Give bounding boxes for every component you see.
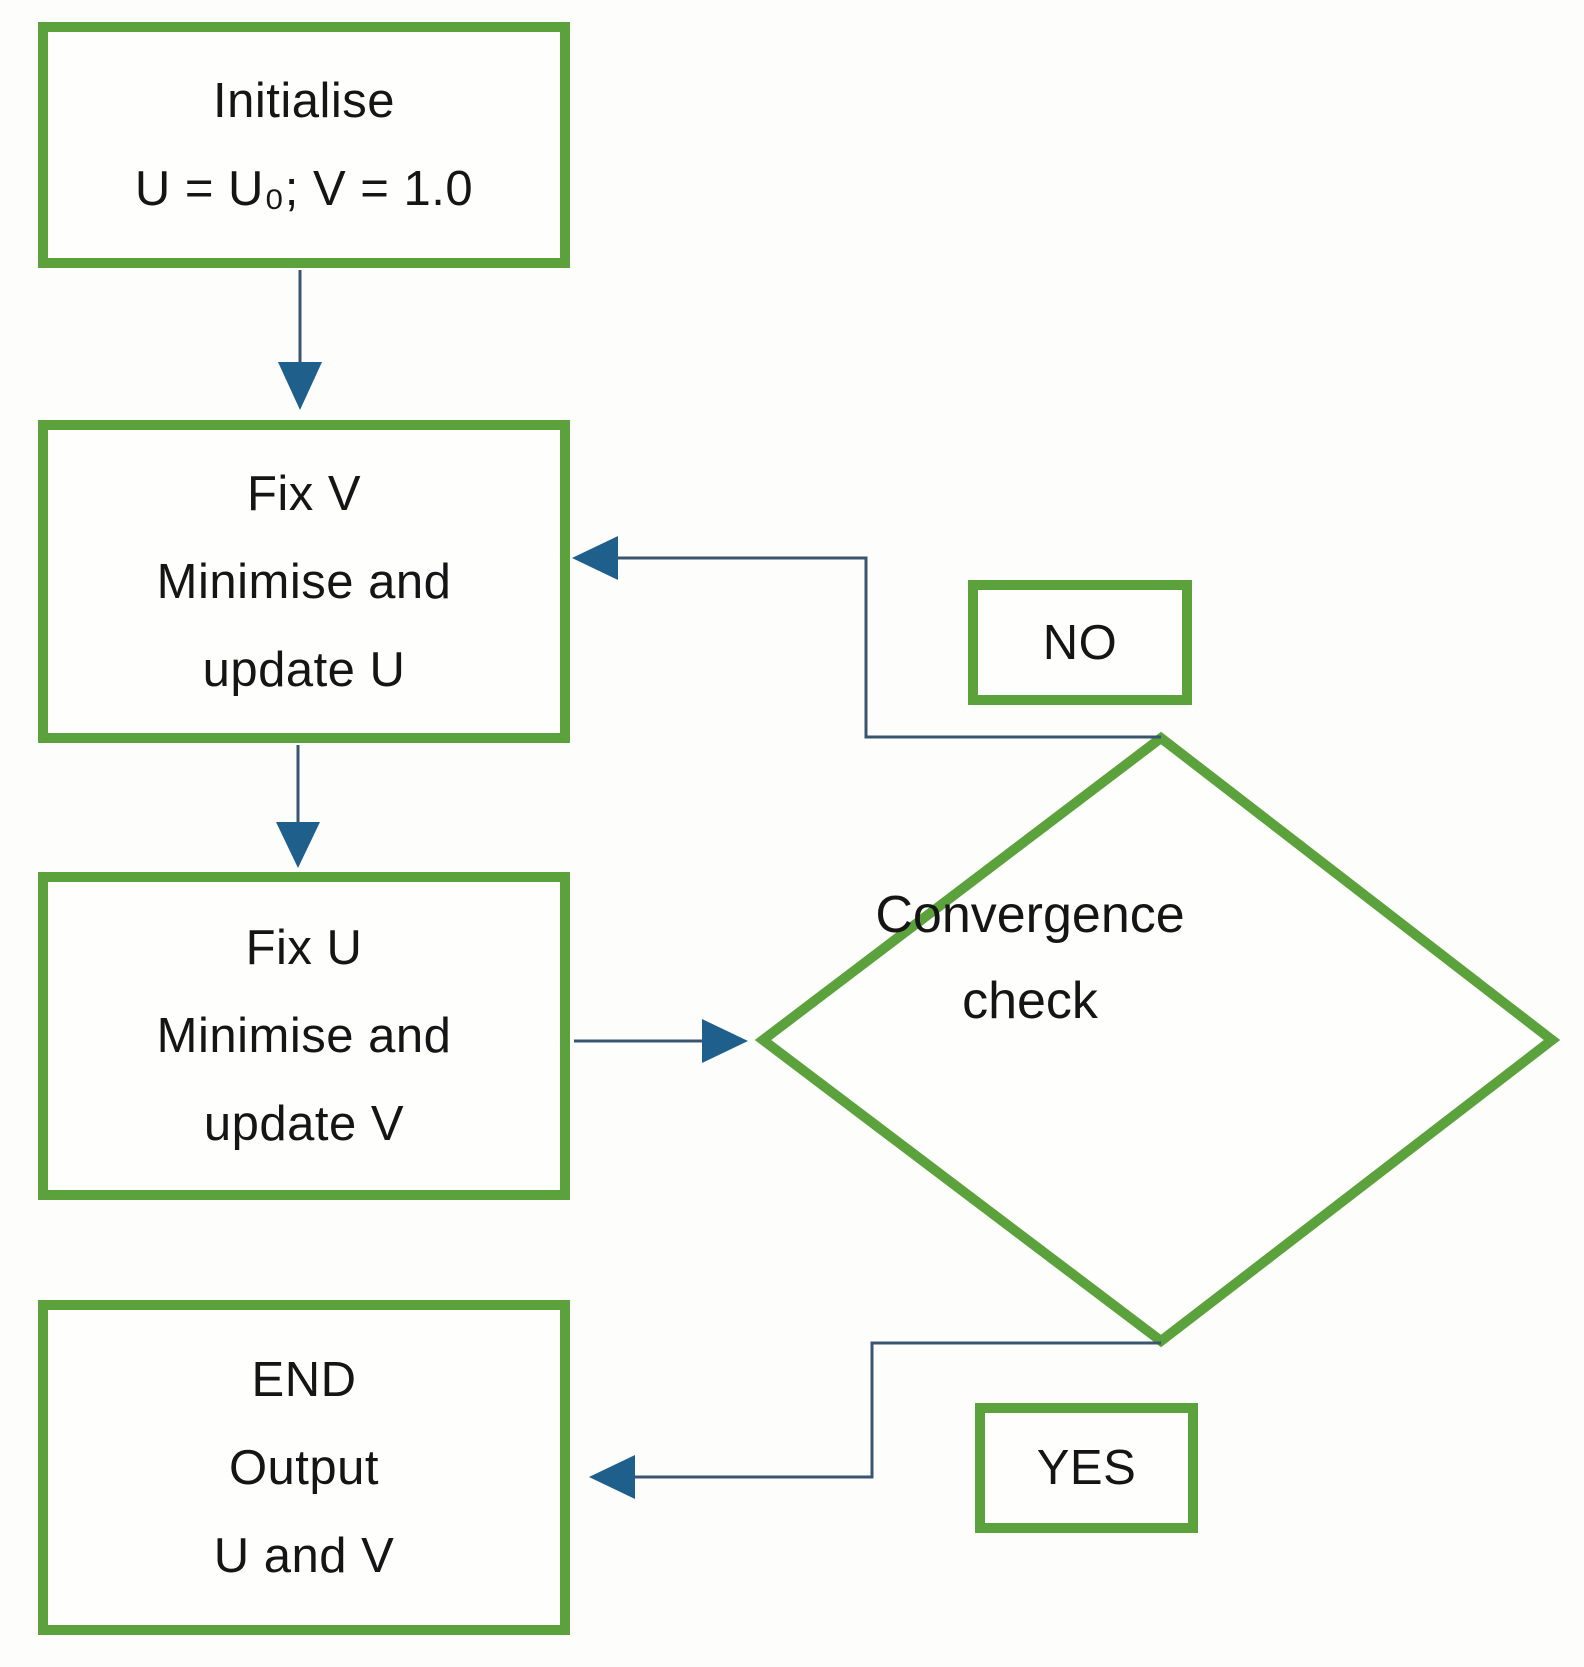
edge-convergence-yes-to-end [633,1341,1161,1479]
decision-diamond-convergence [754,731,1561,1348]
node-text-line: END [251,1352,357,1407]
node-text-line: U and V [213,1528,395,1583]
branch-label-no: NO [968,580,1192,705]
node-text-line: check [962,972,1098,1030]
node-text-line: update U [202,642,406,697]
node-text-line: Output [228,1440,380,1495]
arrow-left-icon [589,1455,635,1499]
node-text-line: update V [203,1097,405,1151]
node-text-line: Minimise and [156,1009,452,1063]
node-text-line: Convergence [875,886,1185,944]
node-fix-v-minimise-update-u: Fix V Minimise and update U [38,420,570,743]
arrow-down-icon [278,362,322,410]
arrow-right-icon [702,1019,748,1063]
decision-diamond-label: Convergence check [790,872,1270,1044]
edge-convergence-no-to-fixv [616,556,1161,739]
node-text-line: Fix U [245,921,363,975]
node-end-output: END Output U and V [38,1300,570,1635]
node-text-line: Minimise and [156,554,452,609]
branch-label-text: NO [1042,615,1118,670]
arrow-left-icon [572,536,618,580]
node-initialise: Initialise U = U₀; V = 1.0 [38,22,570,268]
branch-label-text: YES [1036,1441,1137,1495]
branch-label-yes: YES [975,1403,1198,1533]
node-fix-u-minimise-update-v: Fix U Minimise and update V [38,872,570,1200]
node-text-line: Initialise [212,74,396,128]
arrow-down-icon [276,822,320,868]
node-text-line: Fix V [246,466,362,521]
node-text-line: U = U₀; V = 1.0 [134,162,474,216]
